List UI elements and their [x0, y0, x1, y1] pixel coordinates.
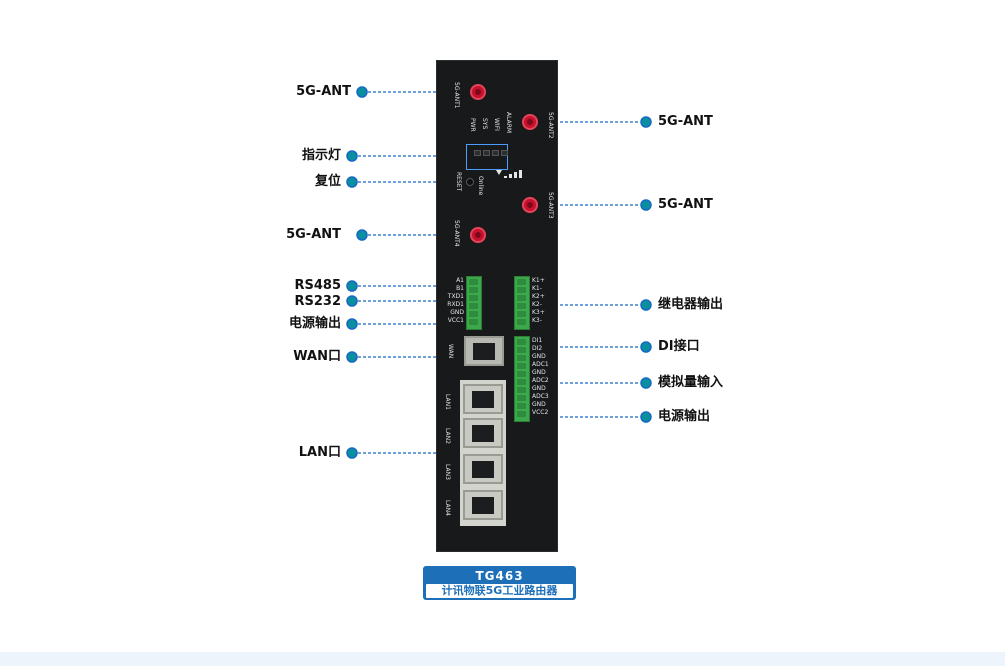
online-label: Online	[477, 176, 484, 196]
bottom-strip	[0, 652, 1005, 666]
product-badge: TG463 计讯物联5G工业路由器	[423, 566, 576, 600]
antenna-connector-3	[522, 197, 538, 213]
led-alarm	[501, 150, 508, 156]
callout-rs485: RS485	[294, 278, 341, 293]
callout-lan: LAN口	[298, 445, 341, 460]
led-wifi	[492, 150, 499, 156]
signal-strength-icon	[496, 170, 522, 178]
callout-ant1: 5G-ANT	[296, 84, 351, 99]
dot-led-outer	[346, 150, 358, 162]
status-label-alarm: ALARM	[505, 112, 512, 134]
callout-wan: WAN口	[293, 349, 341, 364]
router-device: 5G-ANT1 5G-ANT2 5G-ANT3 5G-ANT4 PWR SYS …	[436, 60, 558, 552]
lan-label-1: LAN1	[444, 394, 451, 410]
reset-button[interactable]	[466, 178, 474, 186]
lan-port-4[interactable]	[463, 490, 503, 520]
reset-label: RESET	[455, 172, 462, 192]
terminal-relay-labels: K1+ K1- K2+ K2- K3+ K3-	[532, 277, 545, 324]
dot-rs485-outer	[346, 280, 358, 292]
terminal-block-io	[514, 336, 530, 422]
antenna-label-4: 5G-ANT4	[453, 220, 460, 247]
callout-analog: 模拟量输入	[658, 375, 724, 390]
callout-ant4: 5G-ANT	[286, 227, 341, 242]
dot-analog-outer	[640, 377, 652, 389]
lan-port-2[interactable]	[463, 418, 503, 448]
dot-rs232-outer	[346, 295, 358, 307]
indicator-led-panel	[466, 144, 508, 170]
dot-relay-outer	[640, 299, 652, 311]
antenna-label-2: 5G-ANT2	[547, 112, 554, 139]
dot-wan-outer	[346, 351, 358, 363]
lan-port-3[interactable]	[463, 454, 503, 484]
dot-ant2-outer	[640, 116, 652, 128]
dot-ant1-outer	[356, 86, 368, 98]
wan-label: WAN	[447, 344, 454, 359]
antenna-label-3: 5G-ANT3	[547, 192, 554, 219]
lan-label-3: LAN3	[444, 464, 451, 480]
antenna-label-1: 5G-ANT1	[453, 82, 460, 109]
dot-ant3-outer	[640, 199, 652, 211]
led-sys	[483, 150, 490, 156]
dot-pwr-right-outer	[640, 411, 652, 423]
lan-label-2: LAN2	[444, 428, 451, 444]
led-pwr	[474, 150, 481, 156]
dot-di-outer	[640, 341, 652, 353]
antenna-connector-2	[522, 114, 538, 130]
lan-port-1[interactable]	[463, 384, 503, 414]
callout-ant3: 5G-ANT	[658, 197, 713, 212]
product-model: TG463	[475, 569, 524, 583]
status-label-wifi: WIFI	[493, 118, 500, 131]
terminal-block-relay	[514, 276, 530, 330]
terminal-block-serial	[466, 276, 482, 330]
wan-port[interactable]	[464, 336, 504, 366]
dot-reset-outer	[346, 176, 358, 188]
callout-ant2: 5G-ANT	[658, 114, 713, 129]
lan-label-4: LAN4	[444, 500, 451, 516]
callout-power-output-left: 电源输出	[288, 316, 341, 331]
terminal-serial-labels: A1 B1 TXD1 RXD1 GND VCC1	[447, 277, 464, 324]
terminal-io-labels: DI1 DI2 GND ADC1 GND ADC2 GND ADC3 GND V…	[532, 337, 549, 416]
dot-ant4-outer	[356, 229, 368, 241]
antenna-connector-4	[470, 227, 486, 243]
dot-lan-outer	[346, 447, 358, 459]
callout-relay: 继电器输出	[658, 297, 724, 312]
callout-power-output-right: 电源输出	[658, 409, 711, 424]
status-label-sys: SYS	[481, 118, 488, 130]
callout-di: DI接口	[658, 339, 700, 354]
callout-rs232: RS232	[294, 294, 341, 309]
antenna-connector-1	[470, 84, 486, 100]
callout-reset: 复位	[314, 174, 341, 189]
callout-led: 指示灯	[301, 148, 341, 163]
dot-pwr-left-outer	[346, 318, 358, 330]
status-label-pwr: PWR	[469, 118, 476, 132]
product-description: 计讯物联5G工业路由器	[426, 584, 573, 598]
